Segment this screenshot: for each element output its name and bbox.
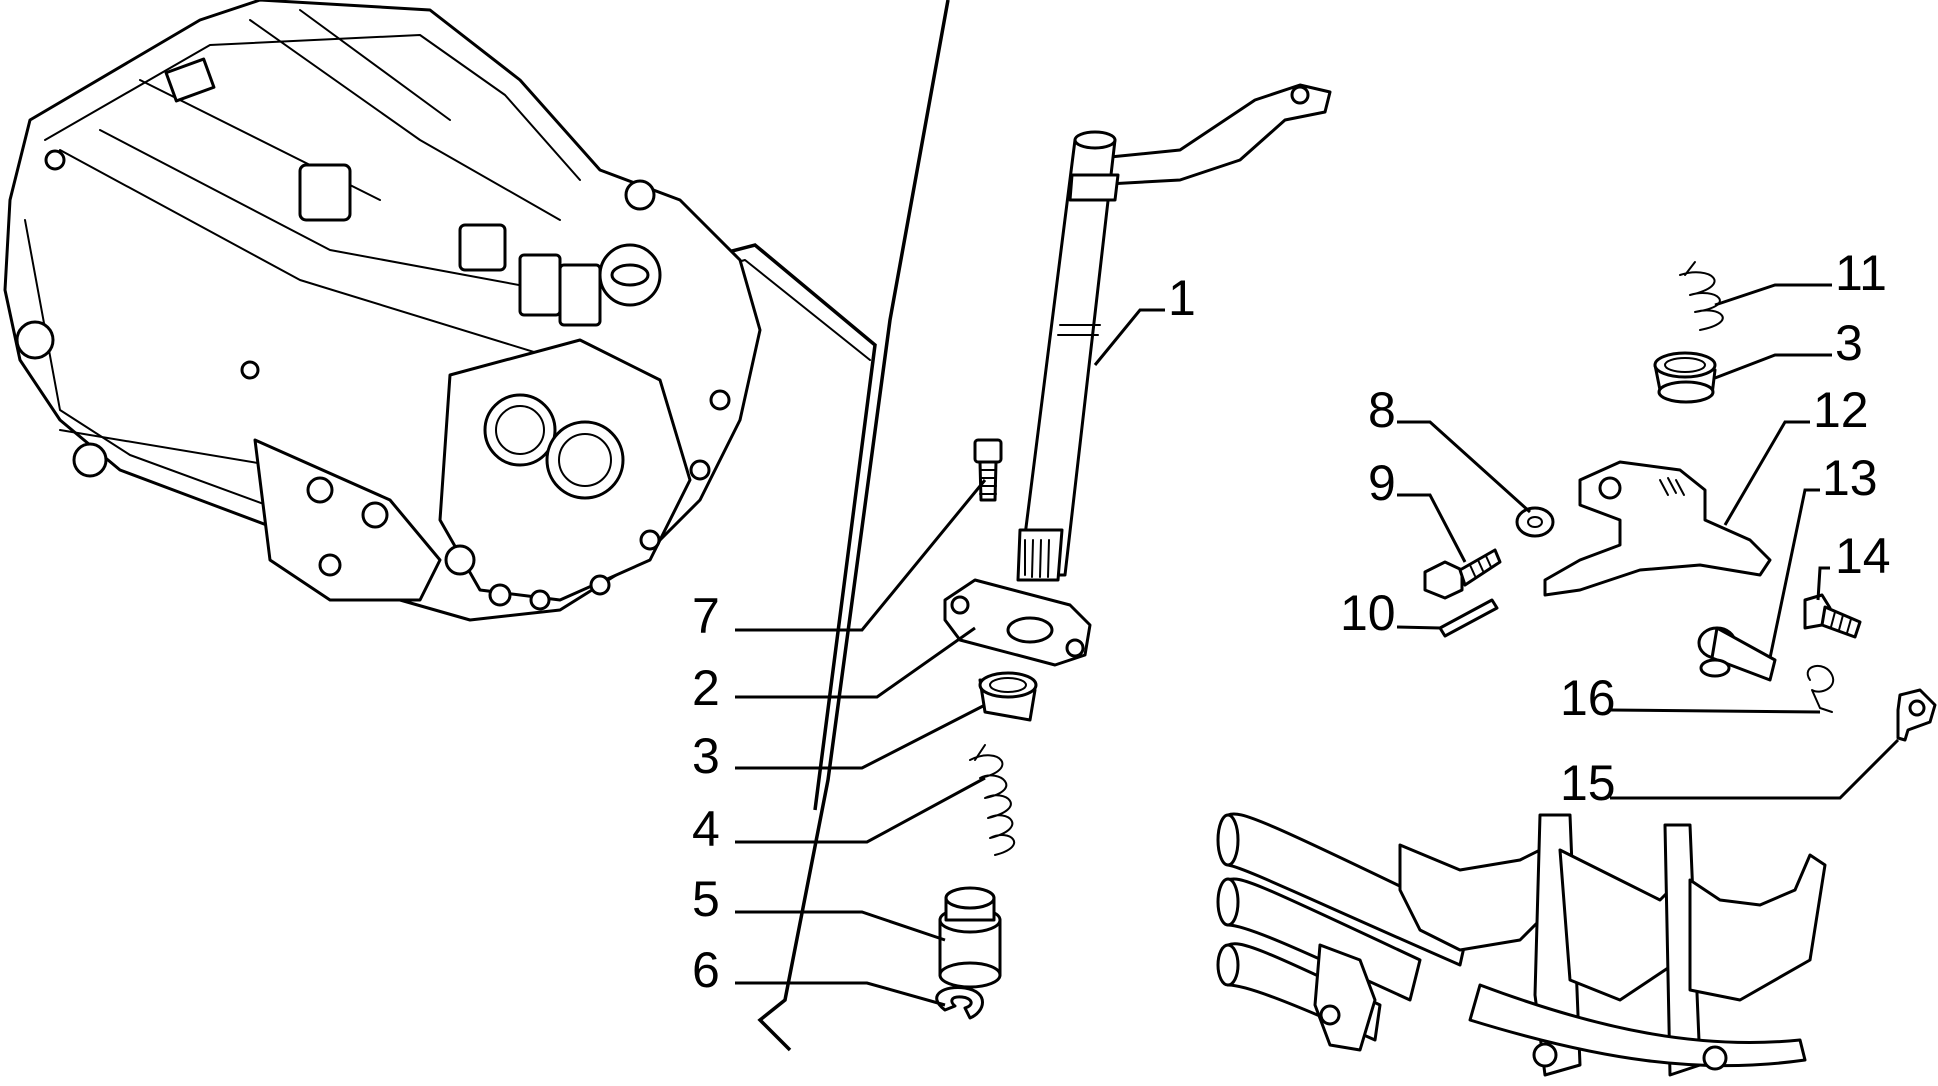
callout-15: 15 [1560,755,1616,811]
leader-2 [735,626,976,699]
callout-labels: 1 7 2 3 4 5 6 8 9 10 11 3 12 13 14 16 15 [692,245,1891,998]
callout-8: 8 [1368,382,1396,438]
shift-fork-assembly [1216,812,1827,1077]
roll-pin [1438,598,1499,638]
section-divider-line [757,0,950,1052]
callout-3-left: 3 [692,728,720,784]
gearbox-housing [3,0,762,622]
callout-13: 13 [1822,450,1878,506]
callout-10: 10 [1340,585,1396,641]
spring-left [969,744,1016,856]
bolt-right [1803,593,1862,639]
leader-13 [1768,488,1820,659]
small-bracket [1896,688,1937,742]
leader-9 [1397,493,1467,563]
spring-right [1679,261,1724,331]
leader-12 [1723,420,1810,526]
callout-7: 7 [692,588,720,644]
leader-14 [1816,566,1830,601]
callout-12: 12 [1813,382,1869,438]
washer [1515,506,1555,538]
bolt-hex [1423,548,1502,600]
leader-5 [735,910,946,942]
callout-2: 2 [692,660,720,716]
flange-plate [943,578,1092,667]
bushing-right [1653,351,1717,404]
leader-15 [1610,738,1900,800]
leader-8 [1397,420,1532,514]
leader-3b [1714,353,1832,380]
spring-clip [1806,665,1835,713]
bolt-small [973,438,1003,502]
leader-11 [1714,283,1832,307]
callout-6: 6 [692,942,720,998]
callout-5: 5 [692,871,720,927]
leader-1 [1093,308,1165,366]
callout-4: 4 [692,801,720,857]
leader-lines [735,283,1900,1007]
callout-9: 9 [1368,455,1396,511]
callout-16: 16 [1560,670,1616,726]
leader-16 [1609,708,1821,714]
leader-4 [735,776,986,844]
pivot-pin [1697,626,1777,682]
bushing-left [978,671,1038,722]
callout-11: 11 [1835,245,1887,301]
sleeve [938,886,1002,989]
circlip [935,985,984,1020]
selector-lever [1543,460,1772,597]
callout-3-right: 3 [1835,315,1863,371]
callout-14: 14 [1835,528,1891,584]
leader-10 [1396,625,1441,630]
leader-6 [735,981,946,1007]
callout-1: 1 [1168,270,1196,326]
leader-3a [735,703,986,770]
leader-7 [735,479,987,632]
selector-shaft-with-arm [1016,83,1332,582]
